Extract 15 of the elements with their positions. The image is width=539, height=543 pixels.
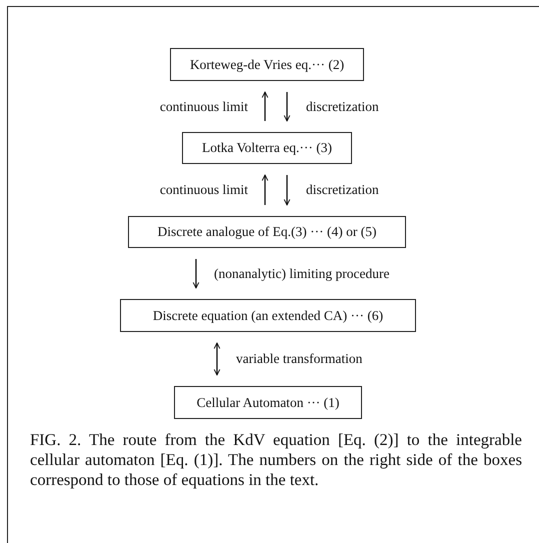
edge-label: (nonanalytic) limiting procedure [214,266,390,282]
arrow [262,92,268,121]
edge-label: continuous limit [160,98,248,114]
edge-label: discretization [306,98,379,114]
equation-box: Lotka Volterra eq.··· (3) [182,132,352,164]
arrow [284,92,290,122]
arrow [262,174,268,205]
equation-box: Cellular Automaton ··· (1) [174,386,362,419]
arrow [284,175,290,206]
arrow [192,259,200,288]
equation-box: Discrete analogue of Eq.(3) ··· (4) or (5) [128,216,406,248]
equation-box: Discrete equation (an extended CA) ··· (6) [120,299,416,332]
figure-caption: FIG. 2. The route from the KdV equation [Eq. (2)] to the integrable cellular automaton [Eq. (1)]. The numbers on the right side of the boxes correspond to those of equations in the text. [30,430,522,490]
arrow [214,342,220,376]
equation-box: Korteweg-de Vries eq.··· (2) [170,48,364,81]
